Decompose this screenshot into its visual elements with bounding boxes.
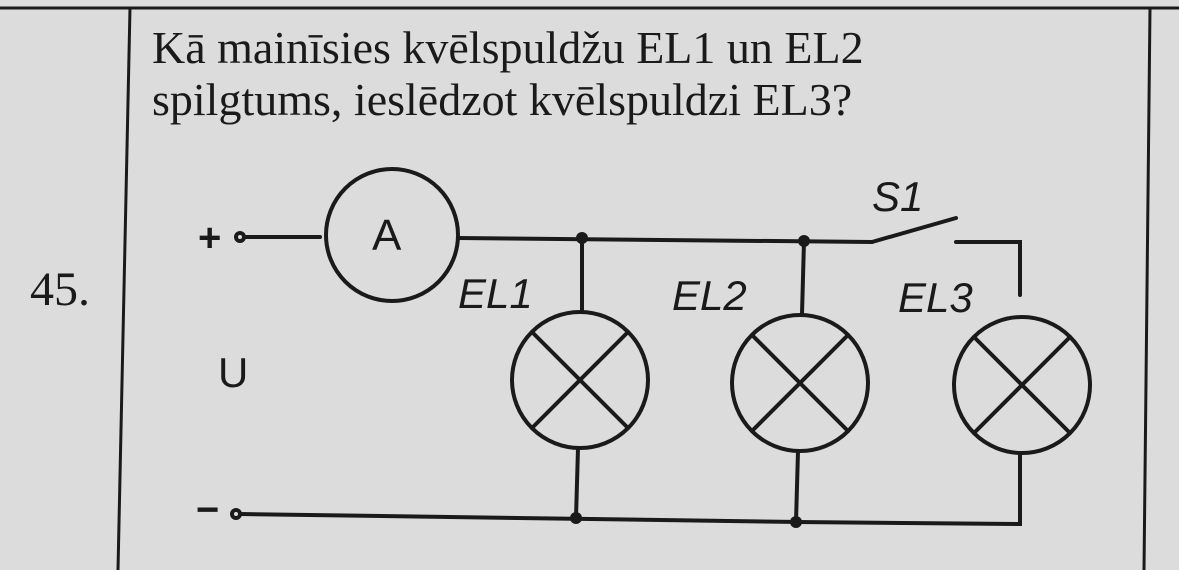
junction-bottom-el1 — [570, 512, 582, 524]
junction-top-el1 — [576, 232, 588, 244]
right-border — [1142, 6, 1152, 570]
question-line-2: spilgtums, ieslēdzot kvēlspuldzi EL3? — [152, 74, 853, 125]
lamp-el1-label: EL1 — [458, 270, 533, 317]
switch-blade — [870, 216, 958, 244]
question-line-1: Kā mainīsies kvēlspuldžu EL1 un EL2 — [152, 22, 864, 73]
minus-lead-wire — [238, 512, 802, 524]
question-number: 45. — [30, 263, 90, 316]
lamp-el3-cross-b — [972, 335, 1072, 435]
lamp-el1-cross-b — [530, 330, 630, 430]
ammeter — [324, 167, 460, 303]
question-text: Kā mainīsies kvēlspuldžu EL1 un EL2 spil… — [152, 22, 1152, 126]
plus-terminal — [234, 231, 246, 243]
switch-out-wire — [954, 240, 1022, 297]
left-border — [116, 6, 132, 570]
el3-bottom-wire — [794, 451, 1022, 527]
lamp-el2-cross-b — [750, 333, 850, 433]
el2-top-wire — [800, 239, 806, 316]
el1-bottom-wire — [574, 446, 580, 520]
switch-label: S1 — [872, 173, 924, 220]
junction-top-el2 — [798, 235, 810, 247]
minus-terminal — [230, 508, 242, 520]
plus-terminal-label: + — [198, 216, 222, 260]
el2-bottom-wire — [794, 449, 800, 524]
lamp-el3-label: EL3 — [898, 274, 973, 321]
minus-terminal-label: − — [196, 488, 220, 532]
ammeter-label: A — [372, 211, 402, 260]
voltage-label: U — [218, 349, 249, 396]
junction-bottom-el2 — [790, 516, 802, 528]
lamp-el2-label: EL2 — [672, 272, 747, 319]
